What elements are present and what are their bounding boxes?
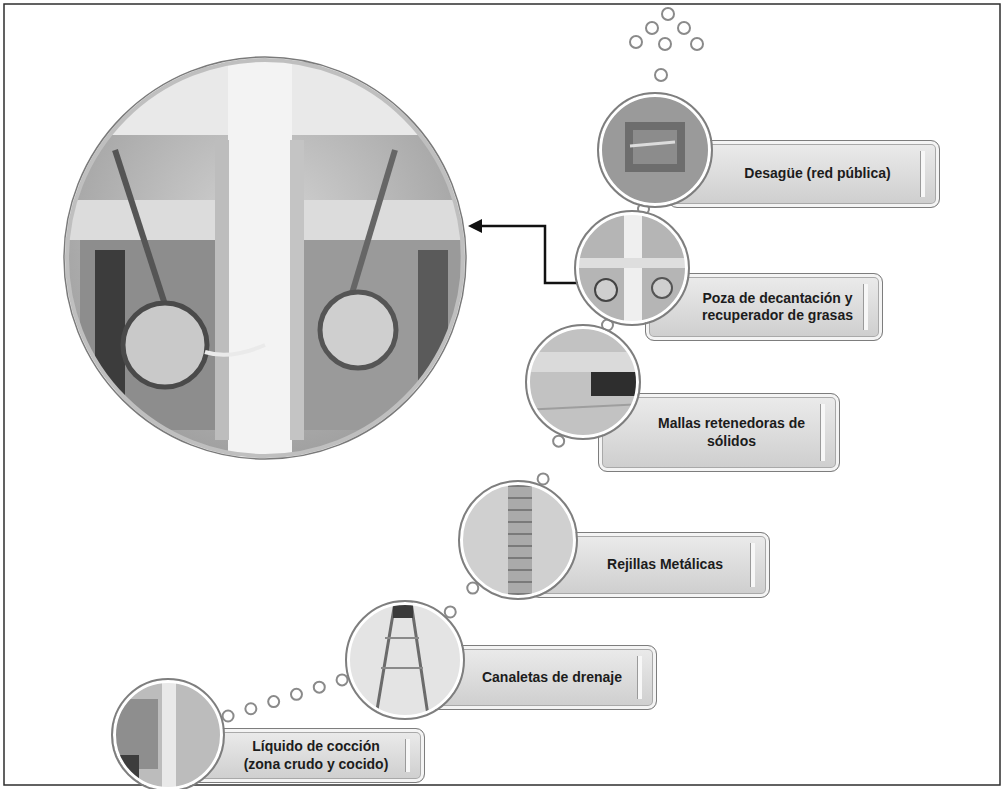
step-label: Desagüe (red pública)	[744, 165, 890, 183]
tab-accent	[750, 543, 755, 587]
photo-circle	[572, 208, 692, 328]
tab-accent	[820, 404, 825, 461]
dotted-connector	[538, 436, 565, 485]
tab-accent	[863, 284, 868, 330]
step-label: Rejillas Metálicas	[607, 556, 723, 574]
text-stack: Desagüe (red pública)	[744, 165, 890, 183]
photo-circle	[456, 478, 580, 602]
text-stack: Líquido de cocción (zona crudo y cocido)	[234, 738, 398, 773]
text-stack: Rejillas Metálicas	[607, 556, 723, 574]
step-label: Canaletas de drenaje	[482, 669, 622, 687]
magnifier-ring	[67, 60, 463, 456]
magnifier-border	[64, 57, 466, 459]
photo-circle	[343, 598, 467, 722]
photo-circle	[595, 90, 715, 210]
tab-accent	[405, 739, 410, 772]
step-label: Líquido de cocción (zona crudo y cocido)	[234, 738, 398, 773]
decorative-dots	[630, 8, 703, 81]
text-stack: Mallas retenedoras de sólidos	[650, 415, 813, 450]
step-label: Poza de decantación y recuperador de gra…	[699, 290, 856, 325]
zoom-leader	[480, 226, 578, 283]
process-step: Líquido de cocción (zona crudo y cocido)	[109, 676, 425, 789]
process-step: Desagüe (red pública)	[595, 90, 940, 210]
process-step: Rejillas Metálicas	[456, 478, 770, 602]
photo-circle	[523, 322, 643, 442]
step-label: Mallas retenedoras de sólidos	[650, 415, 813, 450]
frame	[4, 4, 1000, 785]
magnified-photo	[60, 55, 470, 455]
dotted-connector	[445, 583, 479, 618]
zoom-arrowhead	[468, 219, 482, 233]
process-step: Mallas retenedoras de sólidos	[523, 322, 840, 472]
text-stack: Canaletas de drenaje	[482, 669, 622, 687]
text-stack: Poza de decantación y recuperador de gra…	[699, 290, 856, 325]
tab-accent	[920, 151, 925, 197]
process-step: Canaletas de drenaje	[343, 598, 657, 722]
dotted-connector	[223, 674, 348, 721]
process-step: Poza de decantación y recuperador de gra…	[572, 208, 883, 341]
tab-accent	[637, 656, 642, 699]
photo-circle	[109, 676, 227, 789]
